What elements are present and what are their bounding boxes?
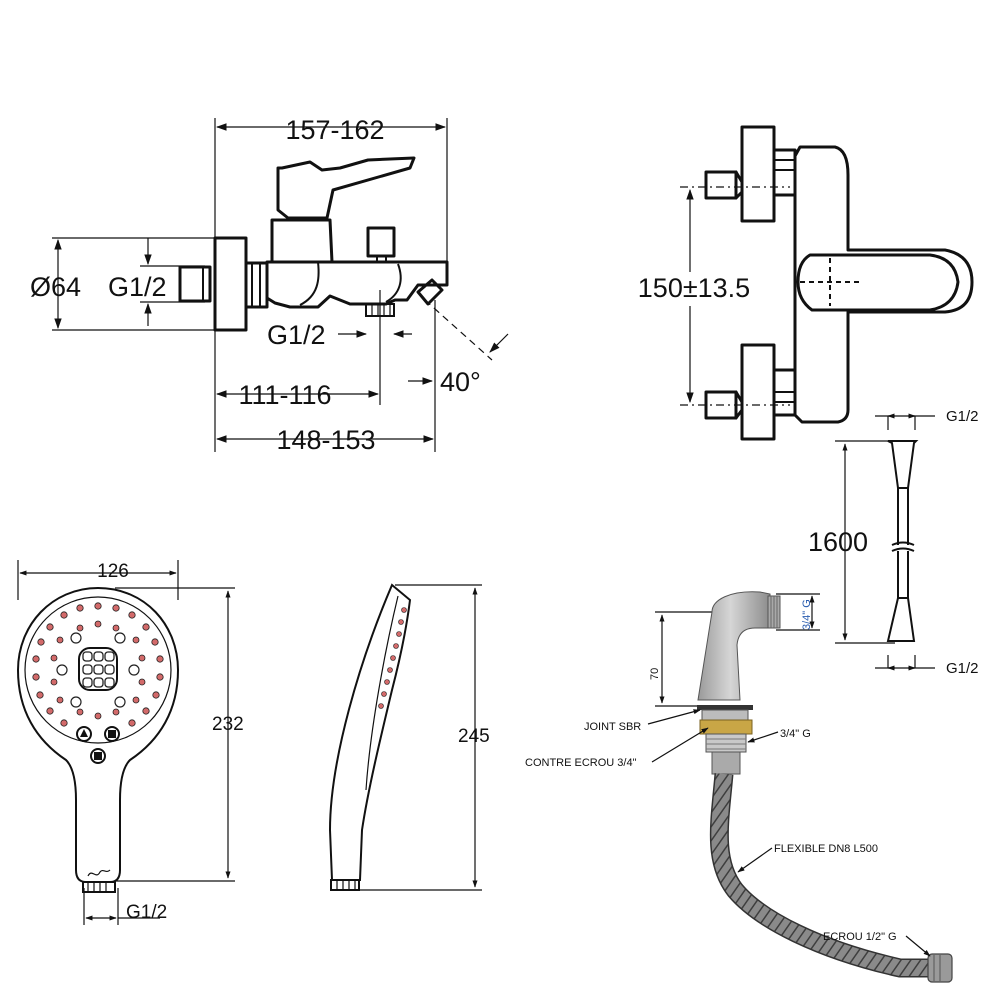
dim-inlet-thread: G1/2 xyxy=(108,272,167,302)
elbow-body xyxy=(697,591,771,701)
dim-outlet-position: 111-116 xyxy=(238,380,331,410)
spray-mode-button-3 xyxy=(90,748,106,764)
spout-aerator xyxy=(416,278,444,306)
joint-sbr xyxy=(697,705,753,710)
spray-mode-button-2 xyxy=(104,726,120,742)
mixer-body xyxy=(265,260,449,309)
label-joint-sbr: JOINT SBR xyxy=(584,721,641,733)
locknut-brass xyxy=(699,719,753,735)
dim-hose-top-thread: G1/2 xyxy=(946,408,979,425)
mixer-body-top xyxy=(793,145,974,424)
hose-bottom-cone xyxy=(886,597,916,642)
diverter-kit: 70 3/4" G JOINT SBR CONTRE ECROU 3/4" 3/… xyxy=(525,591,953,983)
mixer-side-view: 157-162 Ø64 G1/2 G1/2 111-116 148-153 40… xyxy=(30,115,509,455)
dim-front-thread: G1/2 xyxy=(126,902,167,923)
brand-logo xyxy=(87,869,111,877)
hose-top-cone xyxy=(887,440,919,489)
hand-shower-front: 126 232 G1/2 xyxy=(16,560,244,925)
diverter-knob xyxy=(366,226,396,258)
dim-centre-distance: 150±13.5 xyxy=(638,273,750,303)
label-thread-34: 3/4" G xyxy=(780,728,811,740)
dim-spout-angle: 40° xyxy=(440,367,481,397)
lever-top xyxy=(796,253,960,312)
shower-hose: G1/2 1600 G1/2 xyxy=(808,408,979,677)
outlet-thread xyxy=(365,303,395,317)
label-ecrou: ECROU 1/2" G xyxy=(823,931,897,943)
dim-side-height: 245 xyxy=(458,726,490,747)
hand-shower-body-side xyxy=(328,583,412,881)
dim-hose-bottom-thread: G1/2 xyxy=(946,660,979,677)
dim-front-height: 232 xyxy=(212,714,244,735)
spray-nozzles xyxy=(32,602,164,727)
dim-spout-reach: 148-153 xyxy=(276,425,375,455)
hand-shower-thread xyxy=(82,881,116,893)
flexible-hose xyxy=(711,773,935,976)
inlet-nut xyxy=(178,265,212,303)
dim-kit-thread: 3/4" G xyxy=(801,599,813,630)
hand-shower-head xyxy=(16,586,180,883)
dim-body-diameter: Ø64 xyxy=(30,272,81,302)
wall-flange xyxy=(213,236,248,332)
dim-outlet-thread: G1/2 xyxy=(267,320,326,350)
cartridge-housing xyxy=(270,218,334,264)
dim-hose-length: 1600 xyxy=(808,527,868,557)
dim-head-width: 126 xyxy=(97,561,129,582)
flange-bottom xyxy=(740,343,776,441)
label-flexible: FLEXIBLE DN8 L500 xyxy=(774,843,878,855)
flange-top xyxy=(740,125,776,223)
side-thread xyxy=(330,879,360,891)
label-contre-ecrou: CONTRE ECROU 3/4" xyxy=(525,757,637,769)
center-spray-block xyxy=(78,647,118,691)
dim-kit-height: 70 xyxy=(649,668,661,680)
lever-handle xyxy=(276,156,416,220)
spray-mode-button-1 xyxy=(76,726,92,742)
dim-overall-width: 157-162 xyxy=(285,115,384,145)
mixer-top-view: 150±13.5 xyxy=(638,125,974,441)
hand-shower-side: 245 xyxy=(328,583,490,891)
